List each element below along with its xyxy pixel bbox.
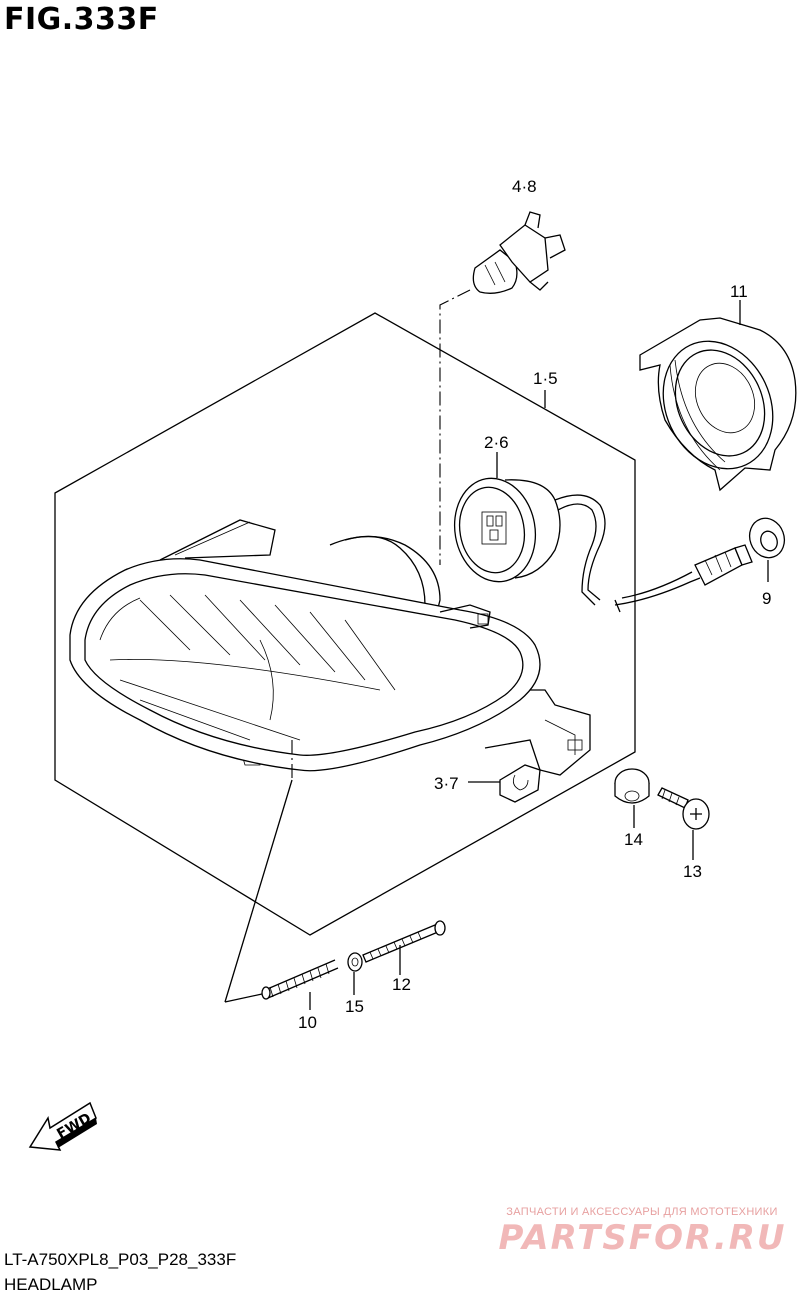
callout-12: 12 [392, 975, 411, 994]
bulb-retaining-ring [639, 317, 797, 492]
grommet [748, 517, 786, 559]
fwd-arrow: FWD [28, 1101, 97, 1151]
headlamp-lens [69, 558, 541, 772]
mounting-clip [499, 764, 541, 803]
callout-11: 11 [730, 282, 748, 301]
figure-name: HEADLAMP [4, 1275, 98, 1294]
callout-1-5: 1·5 [533, 369, 558, 388]
figure-title: FIG.333F [4, 2, 159, 37]
washer [347, 952, 363, 972]
cushion [614, 768, 650, 804]
assembly-outline [54, 312, 636, 936]
wire-coupler [694, 544, 753, 586]
callout-14: 14 [624, 830, 643, 849]
headlamp-housing [159, 519, 591, 776]
spring [261, 959, 339, 1000]
callout-15: 15 [345, 997, 364, 1016]
screw [657, 787, 710, 830]
callout-9: 9 [762, 589, 771, 608]
bulb-socket [453, 477, 701, 613]
leader-lines [224, 289, 769, 1010]
callout-3-7: 3·7 [434, 774, 459, 793]
callout-13: 13 [683, 862, 702, 881]
callout-10: 10 [298, 1013, 317, 1032]
adjusting-bolt [362, 920, 446, 963]
figure-code: LT-A750XPL8_P03_P28_333F [4, 1250, 237, 1269]
callout-4-8: 4·8 [512, 177, 537, 196]
headlamp-bulb [472, 211, 566, 294]
watermark-tagline: ЗАПЧАСТИ И АКСЕССУАРЫ ДЛЯ МОТОТЕХНИКИ [506, 1206, 778, 1218]
callout-2-6: 2·6 [484, 433, 509, 452]
watermark-logo: PARTSFOR.RU [498, 1218, 787, 1258]
